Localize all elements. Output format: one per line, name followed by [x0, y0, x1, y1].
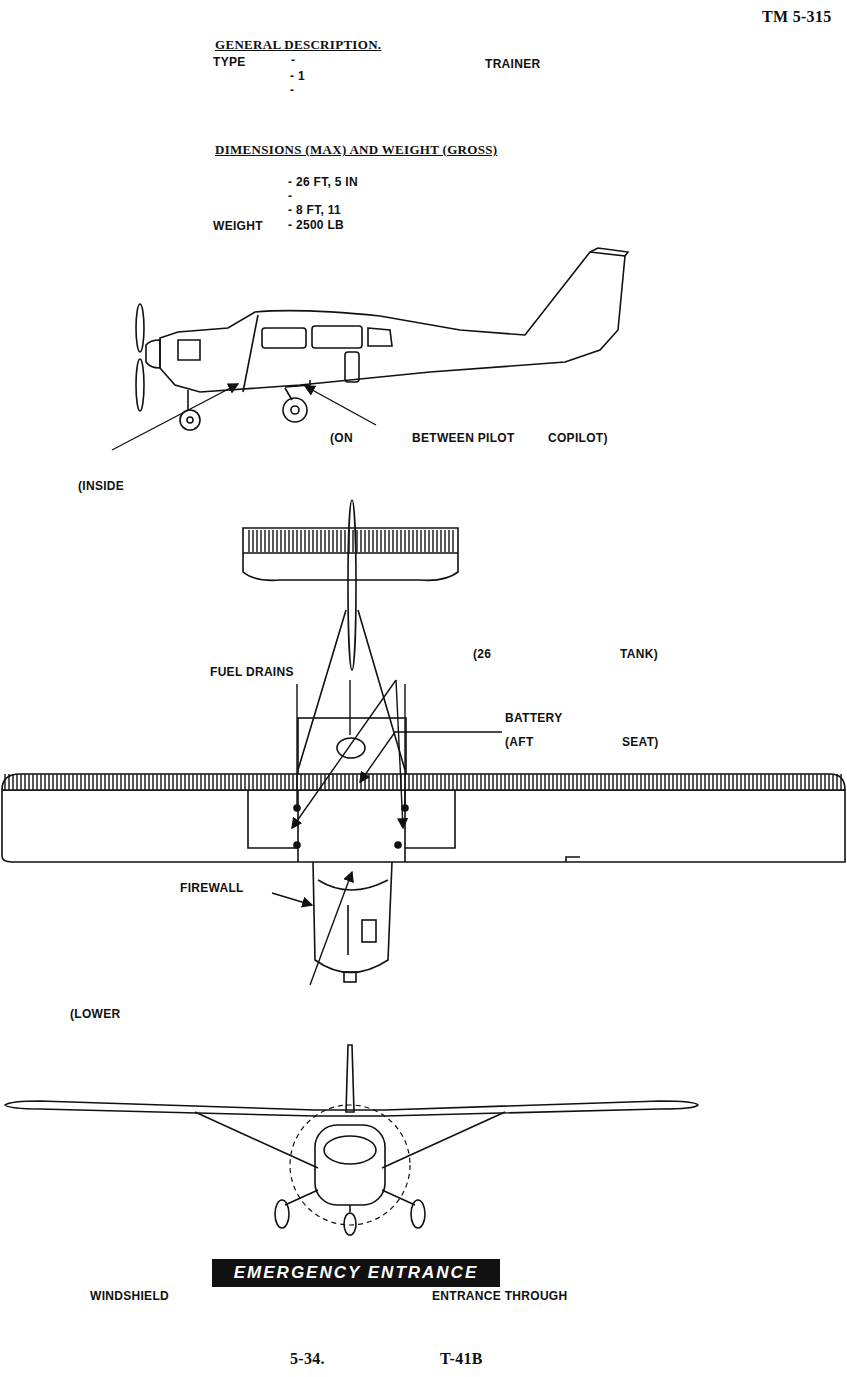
callout-label: (ON	[330, 432, 353, 445]
callout-label: GENERAL DESCRIPTION.	[215, 38, 381, 52]
callout-label: ENTRANCE THROUGH	[432, 1290, 567, 1303]
callout-label: FUEL DRAINS	[210, 666, 294, 679]
callout-label: (AFT	[505, 736, 534, 749]
leader-lines	[112, 384, 502, 985]
callout-label: DIMENSIONS (MAX) AND WEIGHT (GROSS)	[215, 143, 497, 157]
callout-label: - 26 FT, 5 IN	[288, 176, 358, 189]
callout-label: COPILOT)	[548, 432, 608, 445]
callout-label: (LOWER	[70, 1008, 120, 1021]
callout-label: - 8 FT, 11	[288, 204, 341, 217]
callout-label: (26	[473, 648, 491, 661]
front-view	[5, 1045, 698, 1235]
callout-label: -	[290, 84, 294, 97]
top-view	[2, 500, 845, 982]
callout-label: SEAT)	[622, 736, 659, 749]
callout-label: T-41B	[440, 1350, 483, 1368]
callout-label: WINDSHIELD	[90, 1290, 169, 1303]
callout-label: -	[291, 54, 295, 67]
callout-label: TANK)	[620, 648, 658, 661]
banner-text: EMERGENCY ENTRANCE	[234, 1263, 478, 1283]
callout-label: - 2500 LB	[288, 219, 344, 232]
callout-label: 5-34.	[290, 1350, 325, 1368]
callout-label: - 1	[290, 70, 305, 83]
callout-label: TM 5-315	[762, 8, 832, 26]
emergency-banner: EMERGENCY ENTRANCE	[212, 1259, 500, 1287]
callout-label: BETWEEN PILOT	[412, 432, 515, 445]
callout-label: -	[288, 190, 292, 203]
callout-label: WEIGHT	[213, 220, 263, 233]
callout-label: TRAINER	[485, 58, 540, 71]
side-view	[136, 248, 628, 430]
callout-label: (INSIDE	[78, 480, 124, 493]
callout-label: BATTERY	[505, 712, 562, 725]
callout-label: FIREWALL	[180, 882, 244, 895]
callout-label: TYPE	[213, 56, 246, 69]
